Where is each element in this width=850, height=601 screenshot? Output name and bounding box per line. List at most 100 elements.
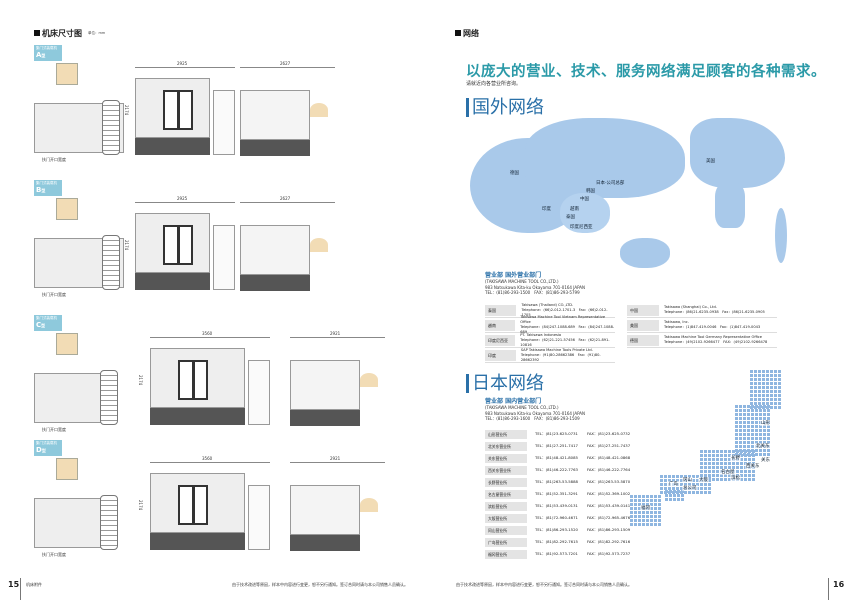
door-opening-label: 扶门开口宽度 (42, 157, 66, 162)
map-label-indonesia: 印度尼西亚 (570, 225, 593, 230)
japan-map-label: 总公司 (682, 485, 698, 491)
side-robot (360, 498, 378, 512)
office-fax: FAX：(81)92-573-7237 (587, 551, 631, 556)
country: 中国 (627, 304, 659, 316)
overseas-heading: 国外网络 (466, 98, 544, 117)
map-label-china: 中国 (580, 197, 589, 202)
japan-map-label: 广岛 (668, 481, 679, 487)
front-door (178, 485, 208, 525)
tag-label: 集门式装载机 (36, 46, 57, 50)
machine-base (135, 273, 210, 290)
door-opening-label: 扶门开口宽度 (42, 427, 66, 432)
office-tel: TEL：(81)48-421-8085 (535, 455, 578, 460)
map-label-vietnam: 越南 (570, 207, 579, 212)
control-panel (248, 485, 270, 550)
height-dim: 2174 (138, 375, 143, 386)
map-label-germany: 德国 (510, 171, 519, 176)
width-dim: 2925 (177, 196, 188, 201)
overseas-office-row: 印度 SAP Takisawa Machine Tools Private Ltd… (485, 348, 615, 363)
side-view (290, 485, 360, 535)
office-name: 山形营业所 (485, 429, 527, 439)
depth-dim: 2921 (330, 456, 341, 461)
office-fax: FAX：(81)263-53-5870 (587, 479, 631, 484)
front-door (163, 225, 193, 265)
variant-suffix: 型 (41, 188, 46, 193)
variant-type: C (36, 321, 42, 329)
turret (102, 235, 120, 290)
headline: 以庞大的营业、技术、服务网络满足顾客的各种需求。 (466, 64, 826, 80)
network-section-title: 网络 (455, 28, 479, 39)
country: 印度 (485, 349, 516, 361)
side-view (240, 225, 310, 275)
variant-type: A (36, 51, 42, 59)
office-fax: FAX：(81)27-251-7437 (587, 443, 631, 448)
office-phone: Telephone：(62)21-221-57456 Fax：(62)21-89… (520, 337, 610, 347)
loader-robot (56, 63, 78, 85)
office-name: 广岛营业所 (485, 537, 527, 547)
office-name: Takisawa (Shanghai) Co., Ltd. (664, 305, 717, 309)
depth-dim: 2627 (280, 196, 291, 201)
office-tel: TEL：(81)82-292-7615 (535, 539, 578, 544)
tel: TEL：(81)86-293-1500 FAX：(81)86-293-5799 (485, 290, 580, 295)
overseas-office-row: 中国 Takisawa (Shanghai) Co., Ltd.Telephone… (627, 303, 777, 318)
office-phone: Telephone：(86)21-6235-0938 Fax：(86)21-62… (664, 310, 765, 314)
office-name: Takisawa Machine Tool Vietnam Representa… (520, 315, 606, 324)
footer-note-right: 由于技术改进等原因，样本中内容进行变更，恕不另行通知。签订合同时请与本公司销售人… (456, 582, 632, 587)
map-label-korea: 韩国 (586, 189, 595, 194)
office-tel: TEL：(81)263-53-5888 (535, 479, 578, 484)
map-label-japan: 日本·公司总部 (596, 181, 625, 186)
machine-base (150, 408, 245, 425)
page-number-left: 15 (8, 580, 20, 589)
office-name: Takisawa (Thailand) CO.,LTD. (521, 302, 574, 307)
section-title: 机床尺寸图 (34, 28, 82, 39)
unit-label: 单位：mm (88, 31, 106, 35)
variant-suffix: 型 (41, 323, 46, 328)
japan-dept: 营业部 国内营业部门 (TAKISAWA MACHINE TOOL CO.,LT… (485, 398, 585, 422)
japan-map-label: 长野 (730, 455, 741, 461)
side-robot (310, 238, 328, 252)
map-label-usa: 美国 (706, 159, 715, 164)
japan-map-label: 山形 (760, 420, 771, 426)
office-name: 大阪营业所 (485, 513, 527, 523)
tel: TEL：(81)86-293-1600 FAX：(81)86-293-1509 (485, 416, 580, 421)
side-base (290, 410, 360, 426)
japan-map: 山形北关东关东西关东长野名古屋滨松大阪冈山总公司广岛福冈 (620, 365, 790, 555)
office-tel: TEL：(81)53-439-0131 (535, 503, 578, 508)
depth-dim: 2627 (280, 61, 291, 66)
side-robot (360, 373, 378, 387)
office-phone: Telephone：(84)247-1088-689 Fax：(84)247-1… (520, 325, 615, 334)
office-fax: FAX：(81)23-625-0732 (587, 431, 631, 436)
turret (102, 100, 120, 155)
office-tel: TEL：(81)86-293-1520 (535, 527, 578, 532)
map-label-thailand: 泰国 (566, 215, 575, 220)
office-tel: TEL：(81)23-625-0731 (535, 431, 578, 436)
turret (100, 495, 118, 550)
width-dim: 3560 (202, 331, 213, 336)
office-name: Takisawa, Inc. (664, 320, 689, 324)
country: 越南 (485, 319, 516, 331)
address: 983 Natsukawa Kita-ku Okayama 701-0164 J… (485, 410, 585, 416)
machine-base (150, 533, 245, 550)
office-name: 冈山营业所 (485, 525, 527, 535)
office-name: 北关东营业所 (485, 441, 527, 451)
overseas-office-row: 越南 Takisawa Machine Tool Vietnam Represen… (485, 315, 615, 334)
office-fax: FAX：(81)72-965-4676 (587, 515, 631, 520)
dept-title: 营业部 国外营业部门 (485, 272, 542, 279)
japan-map-label: 北关东 (755, 443, 771, 449)
office-name: PT. Takisawa Indonesia (520, 332, 562, 337)
door-opening-label: 扶门开口宽度 (42, 552, 66, 557)
office-name: SAP Takisawa Machine Tools Private Ltd. (520, 347, 593, 352)
